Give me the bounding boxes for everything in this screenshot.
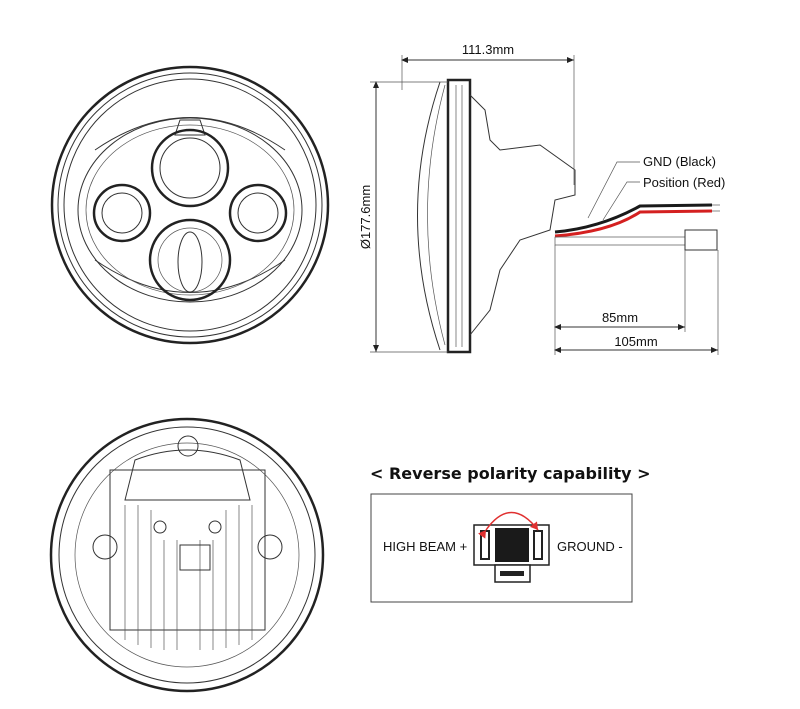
wire-long-dimension: 105mm: [614, 334, 657, 349]
connector-icon: [473, 511, 550, 583]
gnd-wire-label: GND (Black): [643, 154, 716, 169]
red-wire: [554, 209, 713, 238]
high-beam-label: HIGH BEAM +: [383, 539, 467, 554]
front-view: [50, 65, 330, 345]
polarity-box: [370, 493, 633, 603]
side-view: 111.3mm Ø177.6mm GND (Black) Position (R…: [358, 42, 725, 355]
back-view: [49, 417, 325, 693]
black-wire: [554, 203, 713, 234]
polarity-title: < Reverse polarity capability >: [370, 464, 651, 483]
diameter-dimension: Ø177.6mm: [358, 185, 373, 249]
ground-label: GROUND -: [557, 539, 623, 554]
position-wire-label: Position (Red): [643, 175, 725, 190]
swap-arrow-icon: [477, 511, 539, 539]
depth-dimension: 111.3mm: [462, 42, 514, 57]
reverse-polarity-section: < Reverse polarity capability > HIGH BEA…: [370, 464, 651, 603]
wire-short-dimension: 85mm: [602, 310, 638, 325]
